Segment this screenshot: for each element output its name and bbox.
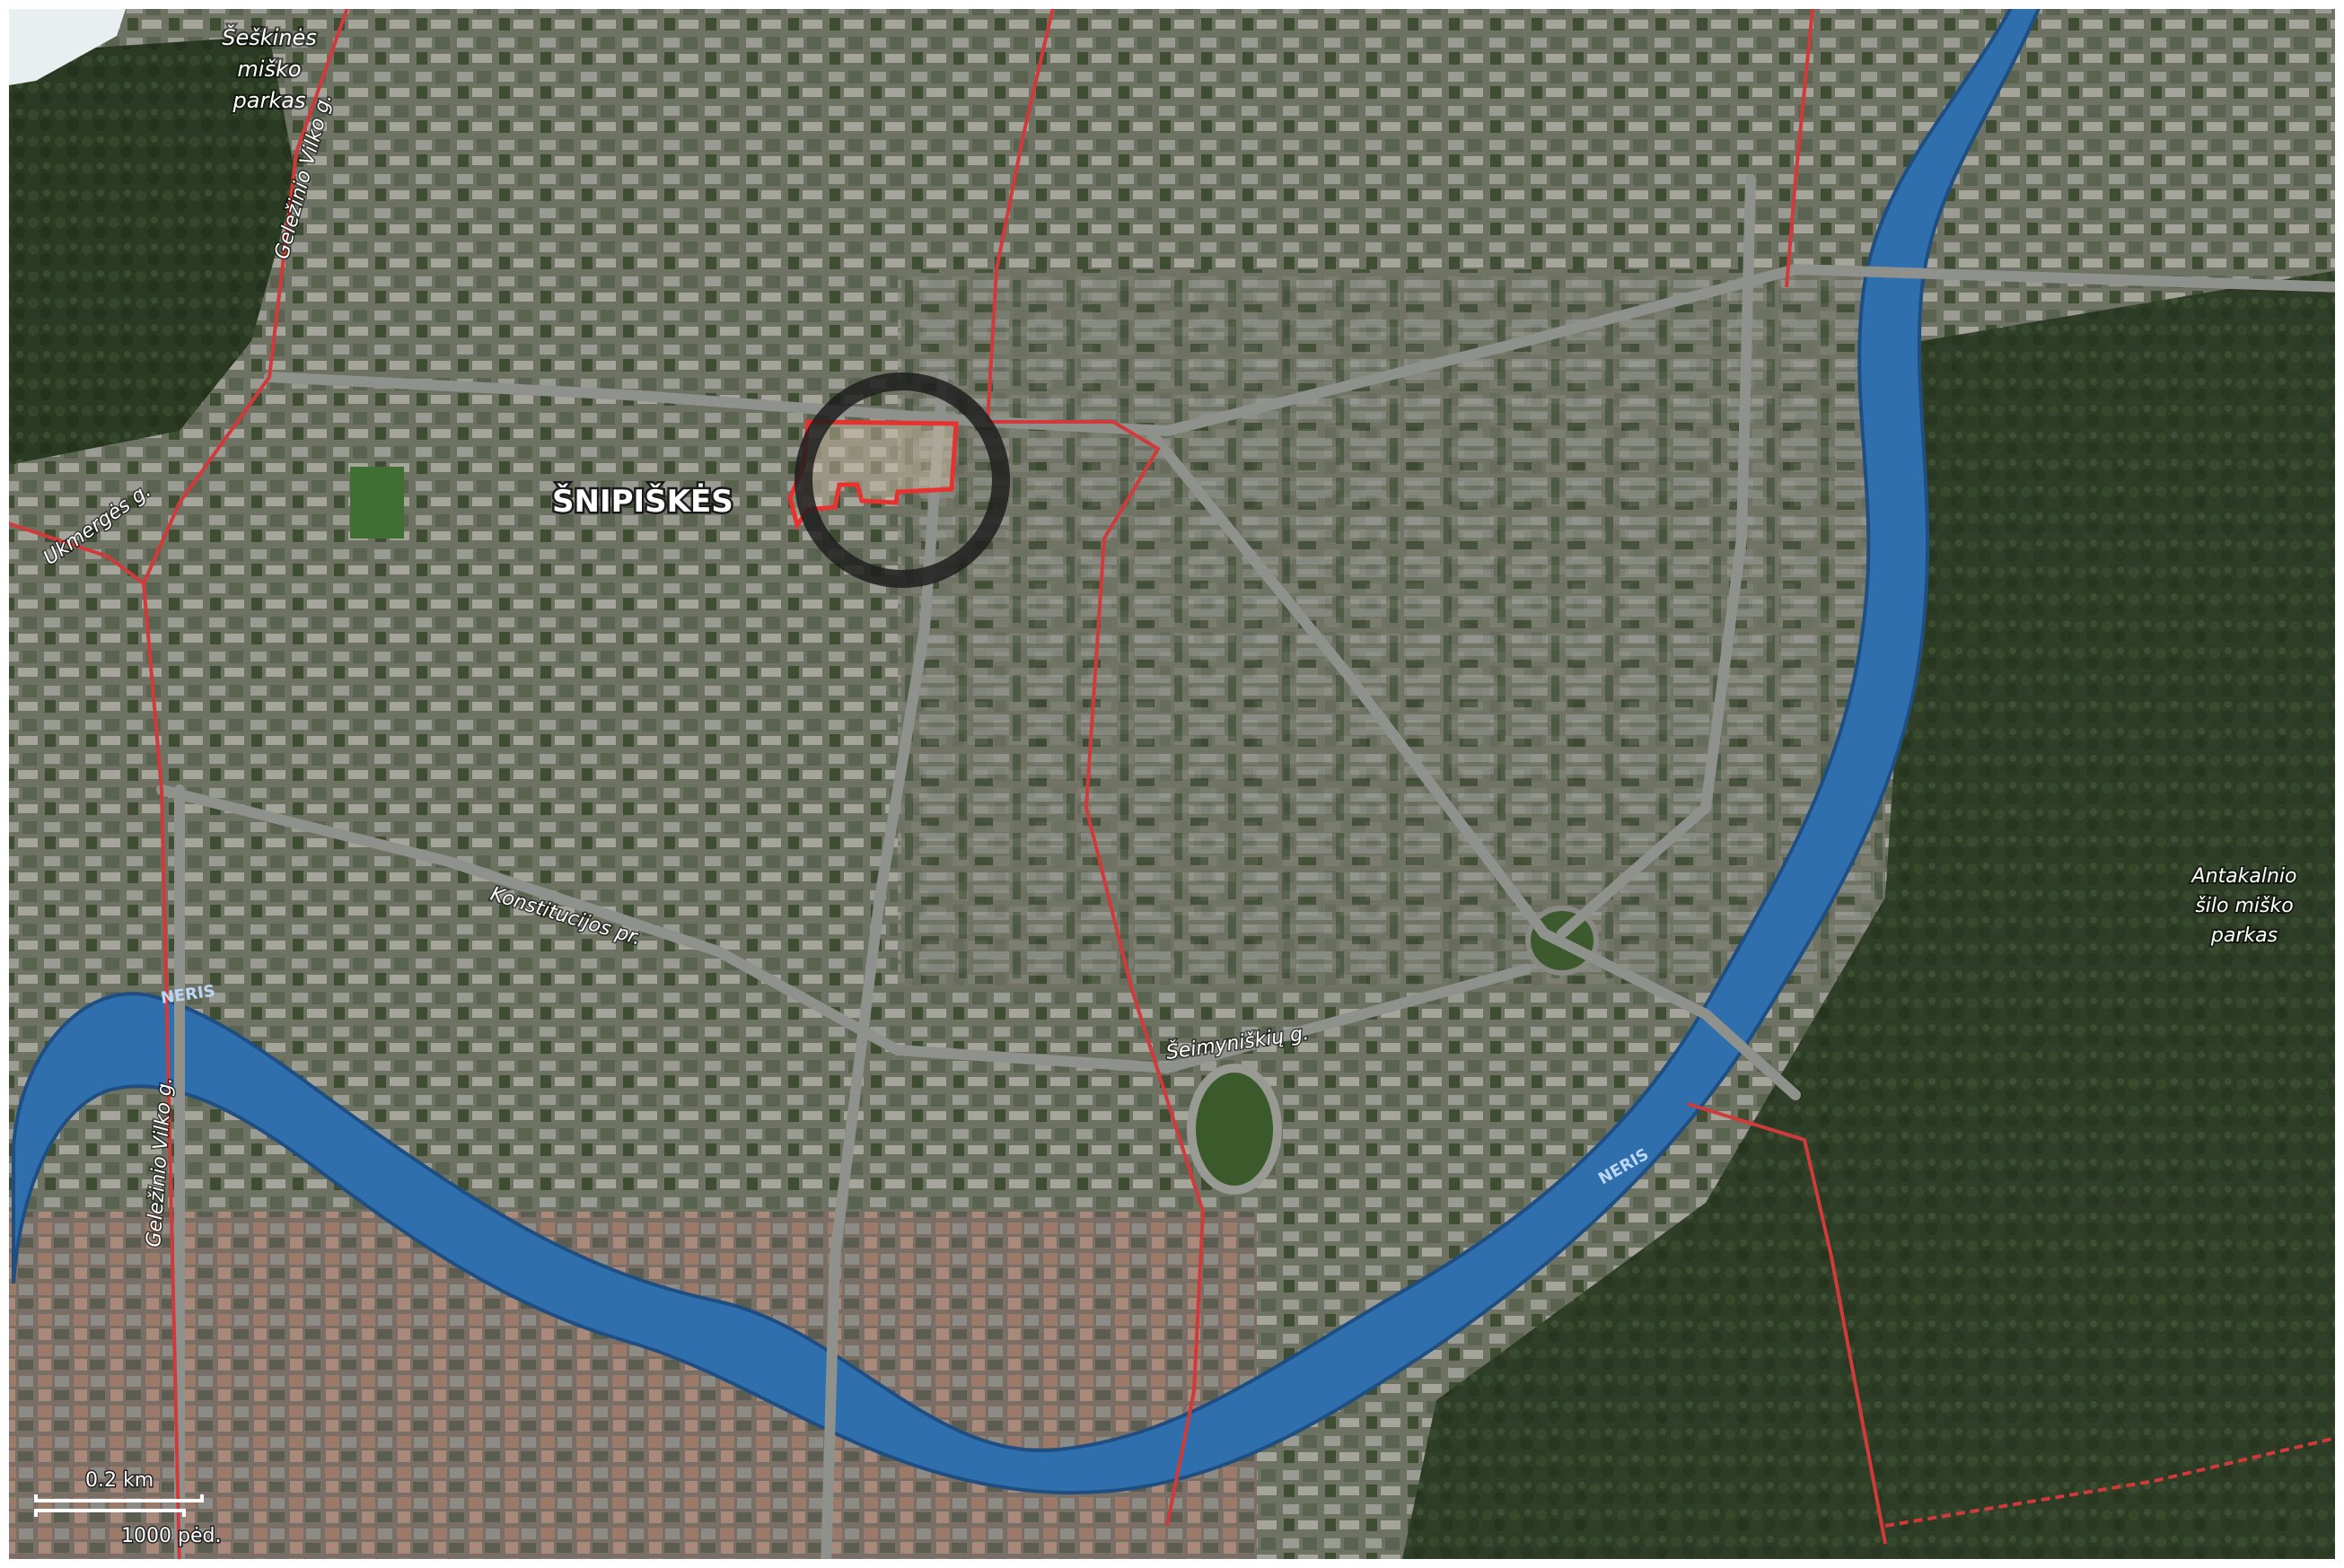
scale-line-metric	[34, 1494, 204, 1502]
seskines-forest	[0, 36, 296, 467]
road-network	[156, 174, 2344, 1568]
residential-blocks	[898, 269, 1885, 987]
district-label-snipiskes: ŠNIPIŠKĖS	[552, 483, 733, 520]
scale-label-imperial: 1000 pėd.	[121, 1525, 221, 1547]
park-label-seskines-2: miško	[237, 57, 301, 82]
parking-area	[9, 9, 126, 85]
site-locator[interactable]	[795, 372, 1010, 588]
park-label-antakalnio-1: Antakalnio	[2190, 865, 2297, 888]
north-east-urban	[1975, 0, 2344, 287]
antakalnio-forest	[1400, 269, 2344, 1568]
park-label-antakalnio-3: parkas	[2210, 924, 2278, 947]
sports-field	[350, 467, 404, 539]
scale-bar: 0.2 km 1000 pėd.	[34, 1468, 223, 1549]
project-site[interactable]	[787, 419, 959, 530]
scale-label-metric: 0.2 km	[85, 1469, 154, 1492]
scale-line-imperial	[34, 1509, 186, 1517]
park-label-seskines-3: parkas	[233, 88, 306, 113]
park-label-antakalnio-2: šilo miško	[2195, 895, 2293, 917]
park-label-seskines-1: Šeškinės	[222, 23, 317, 50]
river-neris	[12, 0, 2045, 1495]
old-town-area	[0, 1212, 1257, 1568]
stadium	[1187, 1064, 1282, 1195]
